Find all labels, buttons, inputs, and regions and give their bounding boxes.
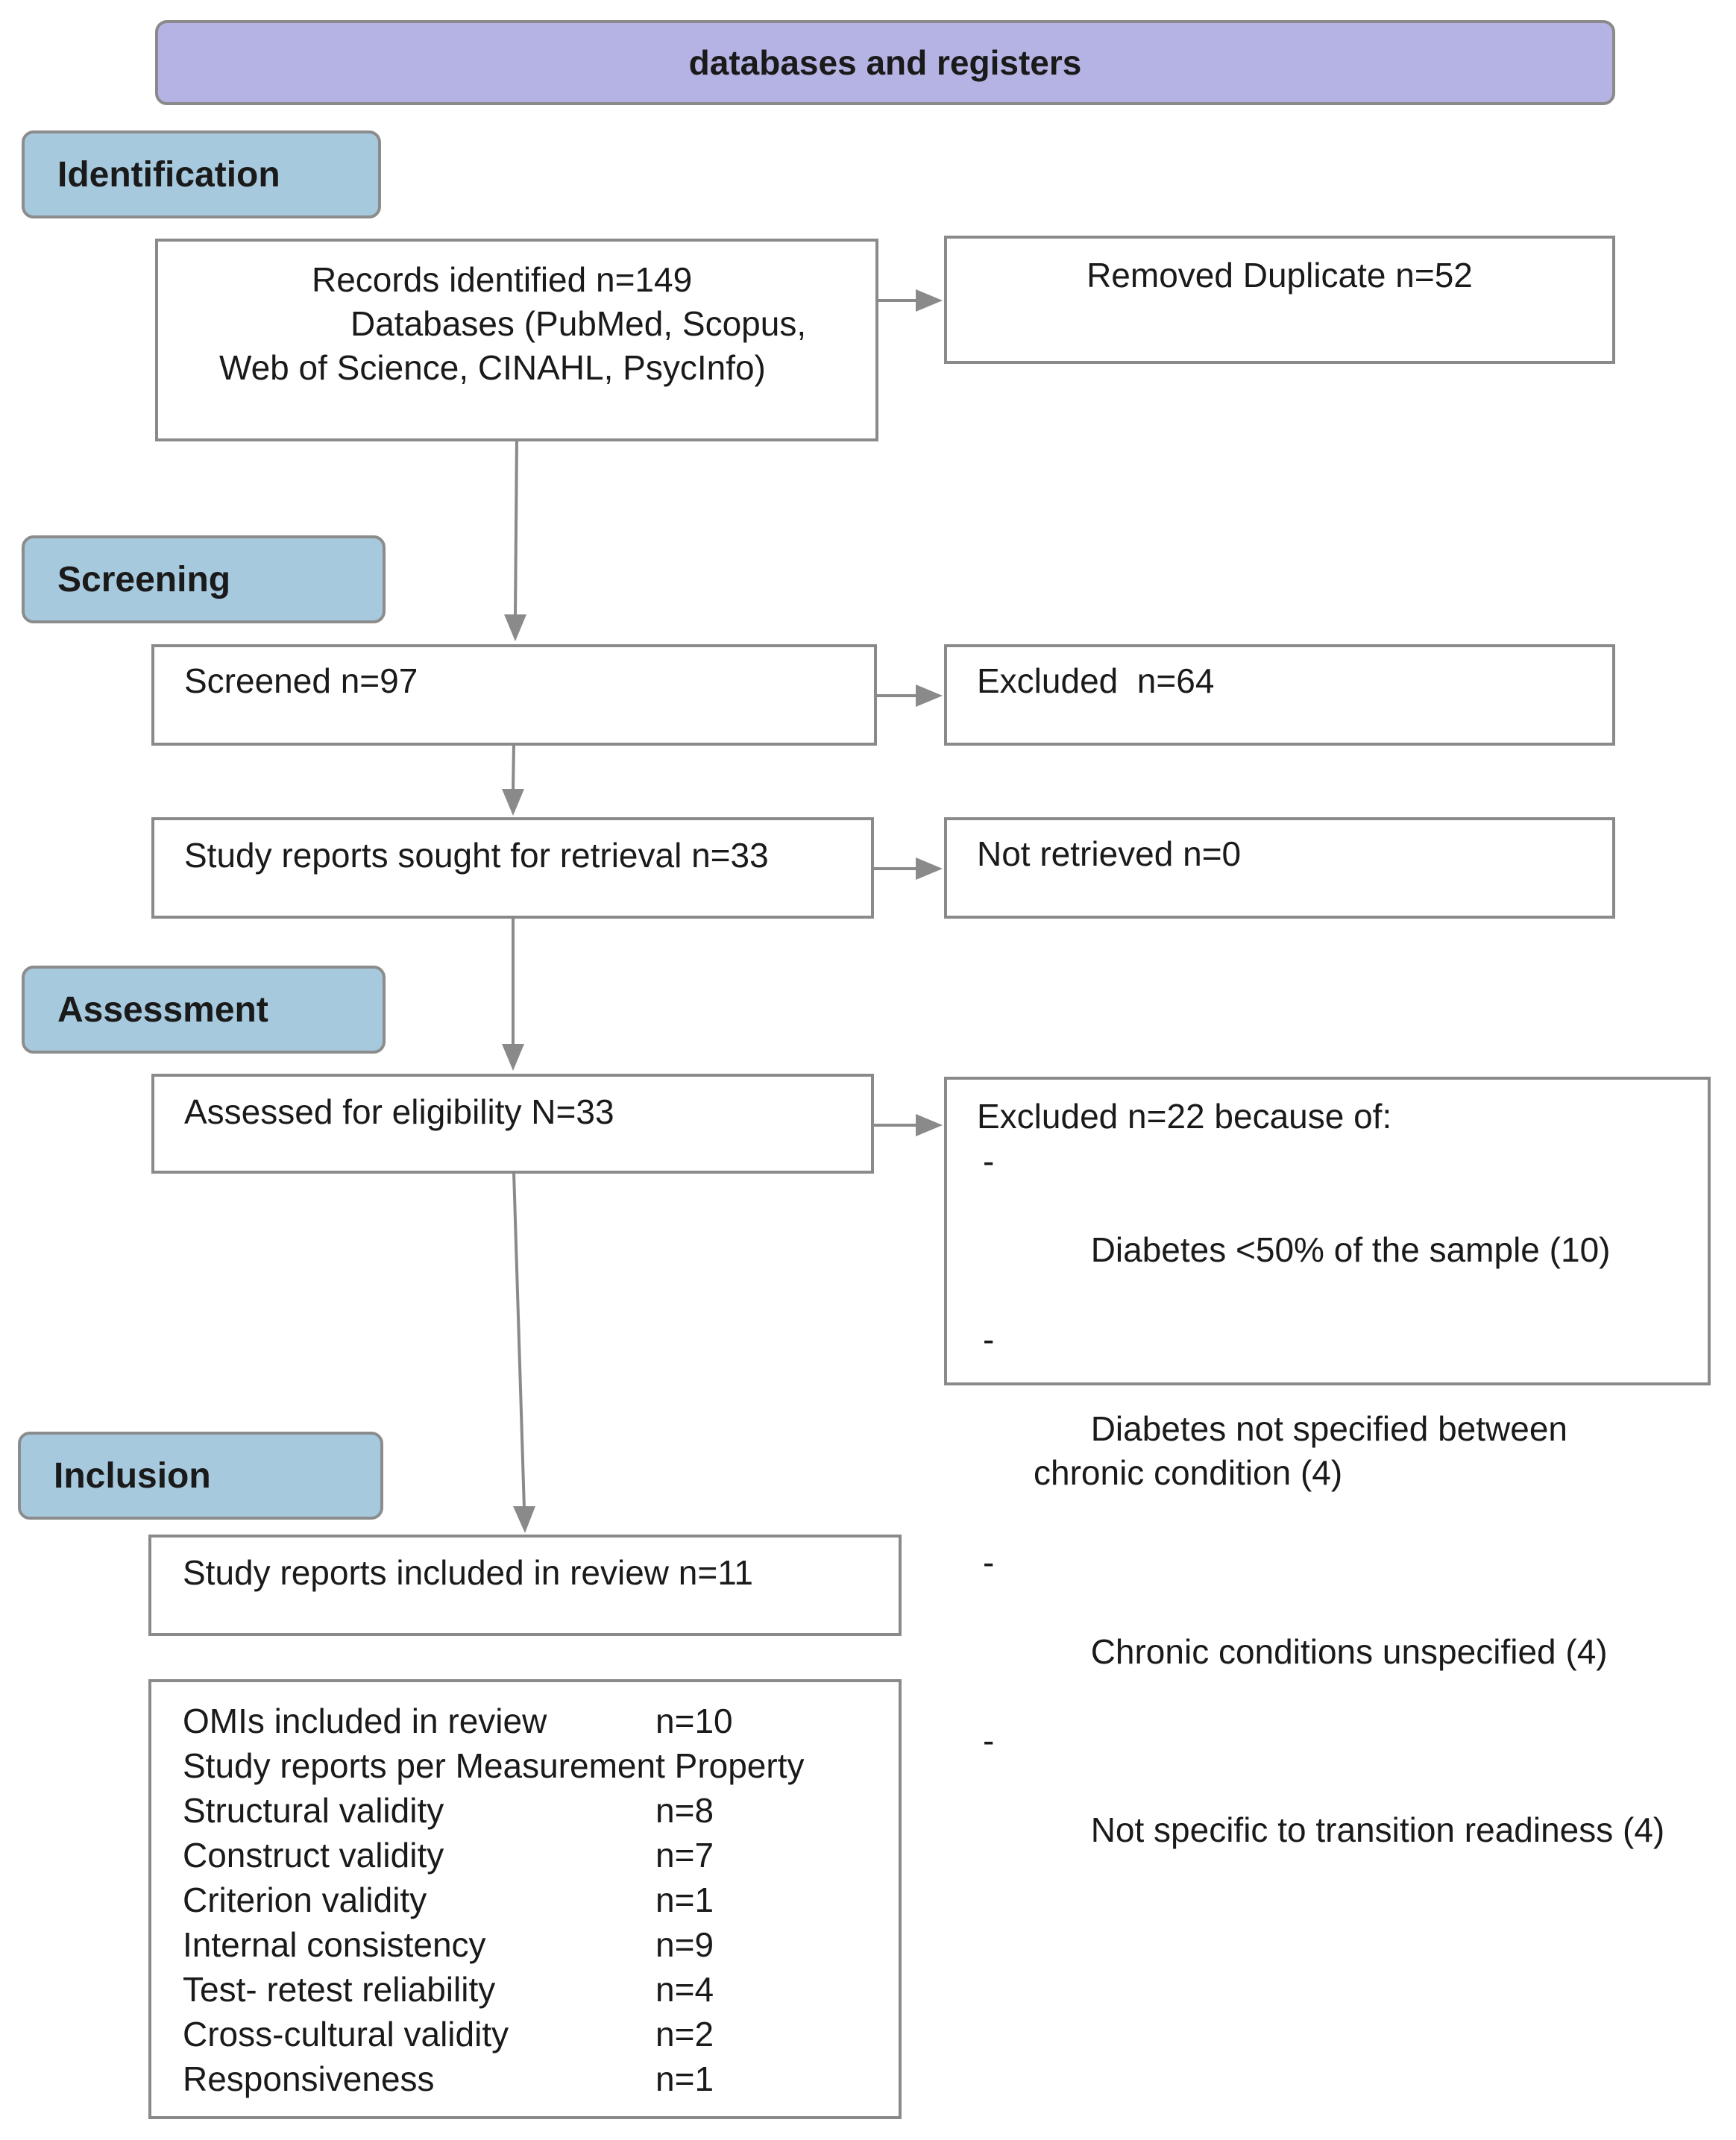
stage-assessment: Assessment (22, 966, 386, 1054)
omi-row-value: n=2 (655, 2015, 714, 2054)
arrowhead-excluded (916, 685, 943, 707)
omi-row-value: n=1 (655, 1881, 714, 1920)
omi-row: OMIs included in review n=10 (183, 1699, 899, 1743)
removed-duplicate-text: Removed Duplicate n=52 (1086, 256, 1473, 295)
list-dash: - (983, 1542, 995, 1582)
omi-row-value: n=7 (655, 1836, 714, 1875)
exclusion-reason-text: Not specific to transition readiness (4) (1090, 1810, 1665, 1849)
records-line-2: Databases (PubMed, Scopus, (350, 303, 807, 343)
exclusion-reason: - Not specific to transition readiness (… (977, 1719, 1708, 1897)
records-identified-box: Records identified n=149 Databases (PubM… (155, 239, 878, 441)
omi-row-label: Cross-cultural validity (183, 2015, 509, 2054)
omi-row: Internal consistency n=9 (183, 1922, 899, 1967)
removed-duplicate-box: Removed Duplicate n=52 (944, 236, 1615, 364)
exclusion-reason: - Diabetes <50% of the sample (10) (977, 1139, 1708, 1318)
omi-row-value: n=10 (655, 1702, 733, 1740)
stage-assessment-label: Assessment (57, 989, 268, 1030)
stage-identification-label: Identification (57, 154, 280, 195)
arrowhead-excluded-eligibility (916, 1114, 943, 1136)
arrowhead-sought (502, 789, 524, 816)
arrowhead-notretrieved (916, 857, 943, 880)
arrowhead-assessed (502, 1044, 524, 1071)
list-dash: - (983, 1141, 995, 1180)
omi-row-label: OMIs included in review (183, 1702, 547, 1740)
banner-title: databases and registers (688, 43, 1082, 82)
arrowhead-screened (504, 614, 526, 641)
omi-row: Cross-cultural validity n=2 (183, 2012, 899, 2056)
stage-inclusion-label: Inclusion (54, 1455, 211, 1496)
assessed-eligibility-box: Assessed for eligibility N=33 (151, 1074, 874, 1174)
omi-row-label: Criterion validity (183, 1881, 427, 1920)
arrow-records-to-screened (514, 439, 518, 618)
omi-row-label: Structural validity (183, 1791, 444, 1831)
omi-measurement-box: OMIs included in review n=10 Study repor… (148, 1679, 902, 2119)
exclusion-reasons-list: - Diabetes <50% of the sample (10) - Dia… (977, 1139, 1708, 1898)
records-line-1: Records identified n=149 (312, 260, 693, 299)
omi-row-value: n=9 (655, 1925, 714, 1965)
omi-row-value: n=8 (655, 1791, 714, 1831)
included-in-review-box: Study reports included in review n=11 (148, 1535, 902, 1636)
not-retrieved-text: Not retrieved n=0 (977, 834, 1242, 873)
exclusion-reason: - Chronic conditions unspecified (4) (977, 1541, 1708, 1719)
exclusion-reason: - Diabetes not specified between chronic… (977, 1318, 1708, 1541)
reports-sought-box: Study reports sought for retrieval n=33 (151, 817, 874, 919)
list-dash: - (983, 1721, 995, 1760)
omi-row-label: Internal consistency (183, 1925, 486, 1965)
omi-row-value: n=4 (655, 1970, 714, 2010)
omi-row: Test- retest reliability n=4 (183, 1967, 899, 2012)
screened-text: Screened n=97 (184, 661, 418, 700)
arrow-assessed-to-included (512, 1171, 526, 1510)
excluded-screening-text: Excluded n=64 (977, 661, 1215, 700)
omi-row-label: Test- retest reliability (183, 1970, 496, 2010)
excluded-screening-box: Excluded n=64 (944, 644, 1615, 746)
banner-databases-registers: databases and registers (155, 20, 1615, 105)
exclusion-reason-text: Diabetes not specified between chronic c… (1034, 1409, 1567, 1493)
omi-row: Construct validity n=7 (183, 1833, 899, 1878)
excluded-eligibility-box: Excluded n=22 because of: - Diabetes <50… (944, 1077, 1711, 1849)
omi-row: Study reports per Measurement Property (183, 1743, 899, 1788)
list-dash: - (983, 1319, 995, 1359)
not-retrieved-box: Not retrieved n=0 (944, 817, 1615, 919)
omi-row-value: n=1 (655, 2059, 714, 2099)
reports-sought-text: Study reports sought for retrieval n=33 (184, 836, 769, 875)
omi-row: Criterion validity n=1 (183, 1878, 899, 1922)
omi-row: Responsiveness n=1 (183, 2056, 899, 2101)
excluded-eligibility-heading: Excluded n=22 because of: (977, 1097, 1392, 1136)
omi-row: Structural validity n=8 (183, 1788, 899, 1833)
arrow-screened-to-sought (512, 743, 515, 793)
exclusion-reason-text: Diabetes <50% of the sample (10) (1090, 1230, 1611, 1270)
omi-row-label: Construct validity (183, 1836, 444, 1875)
arrowhead-duplicates (916, 289, 943, 312)
omi-row-label: Responsiveness (183, 2059, 435, 2099)
stage-screening: Screening (22, 535, 386, 623)
stage-identification: Identification (22, 130, 381, 218)
stage-inclusion: Inclusion (18, 1432, 383, 1520)
stage-screening-label: Screening (57, 559, 231, 599)
records-line-3: Web of Science, CINAHL, PsycInfo) (219, 347, 766, 387)
screened-box: Screened n=97 (151, 644, 877, 746)
arrowhead-included (513, 1506, 535, 1533)
assessed-eligibility-text: Assessed for eligibility N=33 (184, 1092, 614, 1131)
exclusion-reason-text: Chronic conditions unspecified (4) (1090, 1631, 1608, 1671)
omi-row-label: Study reports per Measurement Property (183, 1746, 805, 1786)
included-in-review-text: Study reports included in review n=11 (183, 1553, 753, 1592)
